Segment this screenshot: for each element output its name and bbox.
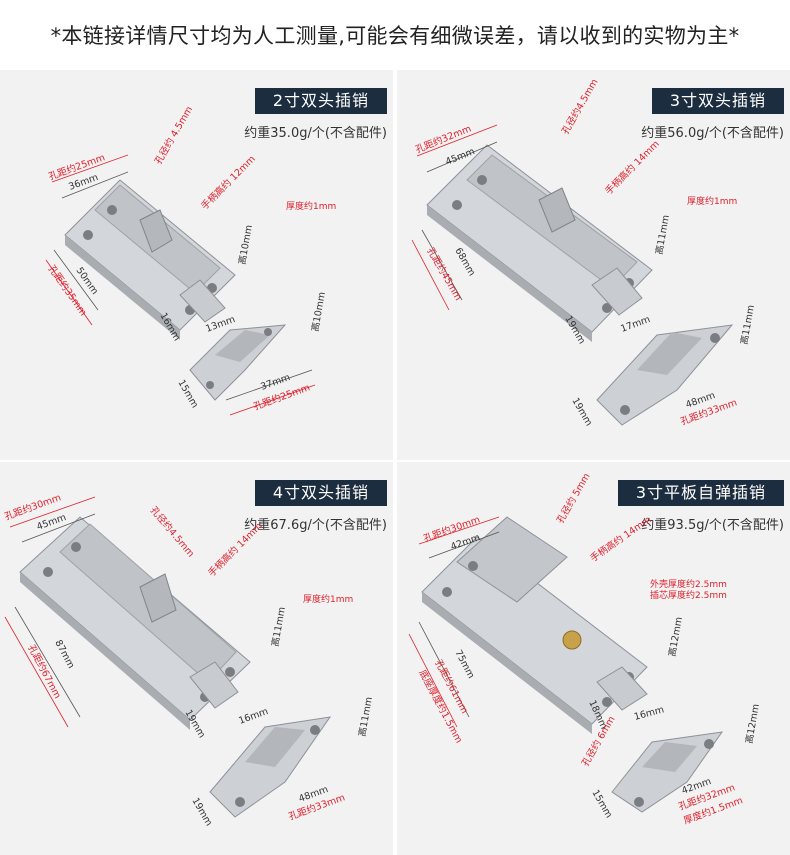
bolt-pin xyxy=(591,267,643,316)
product-title: 3寸双头插销 xyxy=(651,88,784,114)
dim-height-2: 高10mm xyxy=(309,291,328,333)
dim-15mm: 15mm xyxy=(589,788,614,820)
dim-width: 45mm xyxy=(35,512,68,533)
dim-height-2: 高11mm xyxy=(356,696,375,738)
dim-handle-height: 手柄高约 14mm xyxy=(206,520,265,579)
bolt-drawing: 孔距约32mm 45mm 孔径约4.5mm 手柄高约 14mm 高11mm 68… xyxy=(411,77,757,428)
dim-17mm: 17mm xyxy=(619,314,652,335)
dim-16mm: 16mm xyxy=(633,704,665,723)
dim-length: 75mm xyxy=(452,648,476,680)
keeper-plate xyxy=(209,716,332,818)
product-weight: 约重56.0g/个(不含配件) xyxy=(641,126,784,141)
dim-height-1: 高11mm xyxy=(269,606,288,648)
product-title: 3寸平板自弹插销 xyxy=(617,480,784,506)
dim-height-1: 高12mm xyxy=(666,616,685,658)
spring-knob xyxy=(562,630,582,650)
dim-15mm: 15mm xyxy=(175,378,200,410)
bolt-handle xyxy=(139,573,177,623)
bolt-pin xyxy=(596,666,648,711)
dim-19mm-keeper: 19mm xyxy=(189,796,214,828)
dim-length: 68mm xyxy=(452,246,477,278)
bolt-handle xyxy=(139,209,173,253)
dim-handle-height: 手柄高约 14mm xyxy=(588,514,654,565)
bolt-drawing: 孔距约30mm 42mm 孔径约 5mm 手柄高约 14mm 高12mm 75m… xyxy=(408,471,762,827)
bolt-drawing: 孔距约30mm 45mm 孔径约4.5mm 手柄高约 14mm 高11mm 87… xyxy=(3,491,375,828)
thickness-note: 外壳厚度约2.5mm 插芯厚度约2.5mm xyxy=(650,580,727,601)
dim-hole-diameter: 孔径约4.5mm xyxy=(559,77,600,137)
notice-banner: *本链接详情尺寸均为人工测量,可能会有细微误差，请以收到的实物为主* xyxy=(50,24,740,48)
product-panel-3inch: 3寸双头插销 约重56.0g/个(不含配件) 厚度约1mm 孔距约32mm 45… xyxy=(397,70,790,460)
dim-hole-diameter: 孔径约 4.5mm xyxy=(152,104,195,166)
dim-height-2: 高11mm xyxy=(738,304,757,346)
dim-hole-diameter: 孔径约 5mm xyxy=(554,471,592,526)
keeper-plate xyxy=(596,324,734,426)
product-panel-3inch-spring: 3寸平板自弹插销 约重93.5g/个(不含配件) 外壳厚度约2.5mm 插芯厚度… xyxy=(397,462,790,855)
dim-19mm-keeper: 19mm xyxy=(569,396,594,428)
product-panel-2inch: 2寸双头插销 约重35.0g/个(不含配件) 厚度约1mm 孔距约2 xyxy=(0,70,393,460)
dim-height-2: 高12mm xyxy=(743,703,762,745)
bolt-pin xyxy=(179,279,226,323)
dim-height-1: 高10mm xyxy=(236,224,255,266)
product-panel-4inch: 4寸双头插销 约重67.6g/个(不含配件) 厚度约1mm 孔距约30mm 45… xyxy=(0,462,393,855)
dim-height-1: 高11mm xyxy=(653,214,672,256)
thickness-note: 厚度约1mm xyxy=(687,197,738,207)
bolt-pin xyxy=(189,661,239,709)
product-title: 4寸双头插销 xyxy=(254,480,387,506)
dim-handle-height: 手柄高约 12mm xyxy=(199,153,258,212)
dim-handle-height: 手柄高约 14mm xyxy=(603,138,662,197)
dim-16mm: 16mm xyxy=(237,706,270,727)
thickness-note: 厚度约1mm xyxy=(303,595,354,605)
dim-hole-diameter: 孔径约4.5mm xyxy=(148,504,197,559)
product-weight: 约重35.0g/个(不含配件) xyxy=(244,126,387,141)
thickness-note: 厚度约1mm xyxy=(286,202,337,212)
bolt-handle xyxy=(538,187,576,233)
bolt-base-plate xyxy=(421,516,648,734)
dim-length: 87mm xyxy=(52,638,76,670)
bolt-drawing: 孔距约25mm 36mm 孔径约 4.5mm 手柄高约 12mm 高10mm 5… xyxy=(46,104,328,416)
product-weight: 约重67.6g/个(不含配件) xyxy=(244,518,387,533)
keeper-plate xyxy=(611,731,724,813)
product-title: 2寸双头插销 xyxy=(254,88,387,114)
keeper-plate xyxy=(189,324,287,401)
product-weight: 约重93.5g/个(不含配件) xyxy=(641,518,784,533)
